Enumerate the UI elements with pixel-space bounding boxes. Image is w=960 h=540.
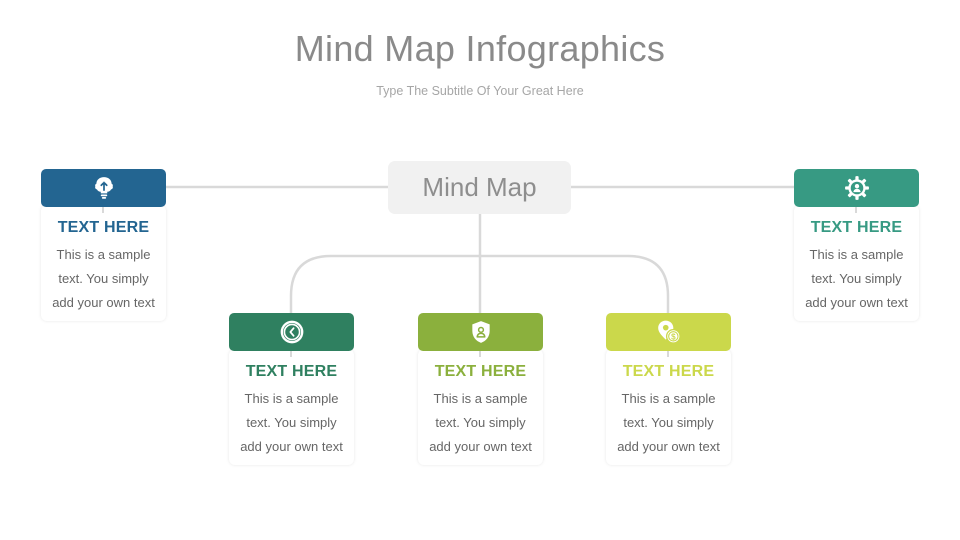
node-text: This is a sample text. You simply add yo… <box>429 391 532 454</box>
mind-map-node-right[interactable]: TEXT HERE This is a sample text. You sim… <box>794 169 919 321</box>
node-card: TEXT HERE This is a sample text. You sim… <box>418 349 543 465</box>
node-card: TEXT HERE This is a sample text. You sim… <box>794 205 919 321</box>
node-header <box>794 169 919 207</box>
node-header <box>418 313 543 351</box>
svg-text:$: $ <box>671 333 676 342</box>
node-header <box>229 313 354 351</box>
page-title: Mind Map Infographics <box>294 28 666 69</box>
node-title: TEXT HERE <box>57 219 150 236</box>
node-header <box>41 169 166 207</box>
node-header: $ <box>606 313 731 351</box>
clock-icon <box>280 320 303 344</box>
node-text: This is a sample text. You simply add yo… <box>805 247 908 310</box>
node-text: This is a sample text. You simply add yo… <box>52 247 155 310</box>
node-title: TEXT HERE <box>245 363 338 380</box>
mind-map-node-bottom-1[interactable]: TEXT HERE This is a sample text. You sim… <box>229 313 354 465</box>
gear-user-icon <box>844 176 869 200</box>
node-text: This is a sample text. You simply add yo… <box>617 391 720 454</box>
node-card: TEXT HERE This is a sample text. You sim… <box>229 349 354 465</box>
node-card: TEXT HERE This is a sample text. You sim… <box>606 349 731 465</box>
shield-user-icon <box>471 321 490 343</box>
node-title: TEXT HERE <box>622 363 715 380</box>
mind-map-node-left[interactable]: TEXT HERE This is a sample text. You sim… <box>41 169 166 321</box>
center-node[interactable]: Mind Map <box>388 161 571 214</box>
location-dollar-icon: $ <box>657 320 681 344</box>
node-title: TEXT HERE <box>810 219 903 236</box>
mind-map-node-bottom-3[interactable]: $ TEXT HERE This is a sample text. You s… <box>606 313 731 465</box>
node-card: TEXT HERE This is a sample text. You sim… <box>41 205 166 321</box>
mind-map-node-bottom-2[interactable]: TEXT HERE This is a sample text. You sim… <box>418 313 543 465</box>
node-title: TEXT HERE <box>434 363 527 380</box>
brain-bulb-icon <box>94 177 113 199</box>
page-subtitle: Type The Subtitle Of Your Great Here <box>376 84 584 98</box>
node-text: This is a sample text. You simply add yo… <box>240 391 343 454</box>
